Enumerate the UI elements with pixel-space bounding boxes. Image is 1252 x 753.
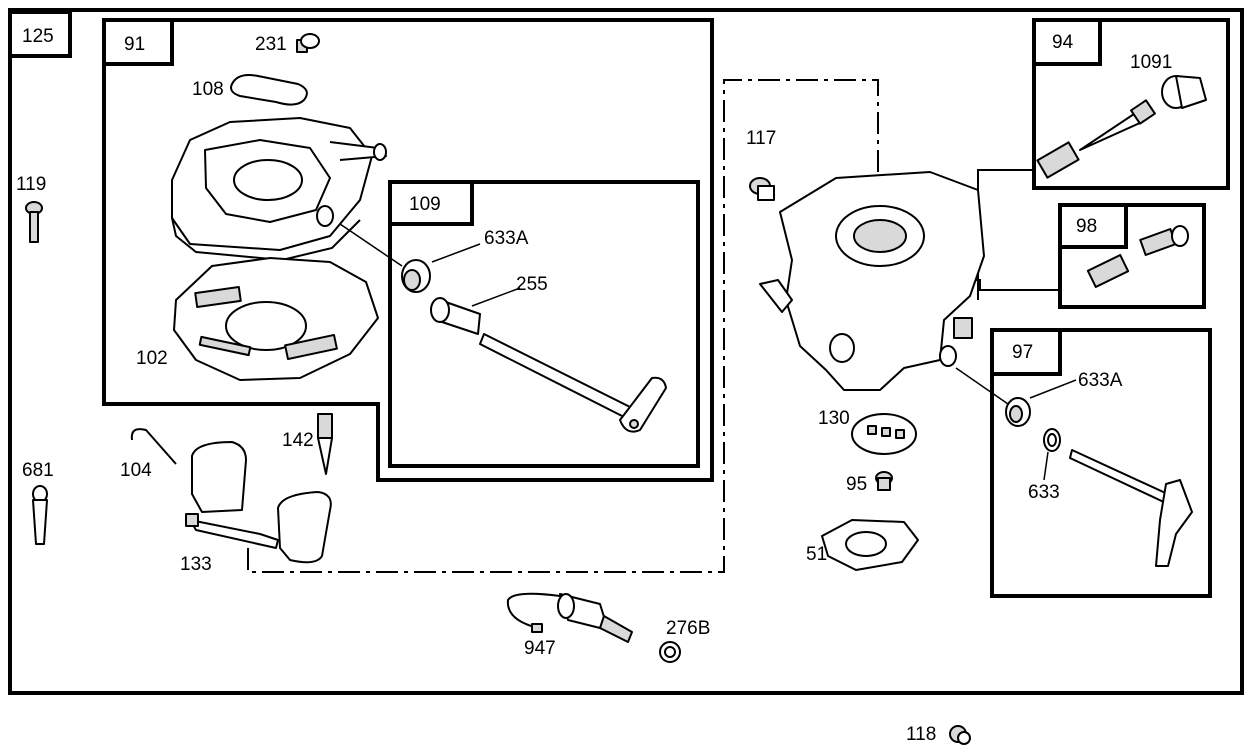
group-label-125: 125 [22,26,54,47]
group-label-box-94 [1032,18,1102,66]
part-1091-cap [1161,75,1207,109]
part-102-gasket-plate [173,257,379,381]
part-117-plug [749,177,775,201]
part-label-1091: 1091 [1130,52,1172,73]
group-label-91: 91 [124,34,145,55]
group-frame-97 [990,328,1212,598]
part-276b-washer [659,641,681,663]
group-frame-94 [1032,18,1230,190]
part-94-needle-spring [1036,99,1156,179]
group-label-box-125 [8,10,72,58]
part-label-104: 104 [120,460,152,481]
part-51-gasket [821,519,919,571]
part-133-float [185,441,332,564]
part-98-screw-spring [1086,225,1189,288]
group-frame-98 [1058,203,1206,309]
group-label-109: 109 [409,194,441,215]
part-label-117: 117 [746,128,776,149]
group-label-98: 98 [1076,216,1097,237]
part-633a-bushing-right [1005,397,1031,427]
connector-line-94 [977,169,1034,300]
part-231-screw [296,33,320,53]
group-frame-91 [102,18,714,482]
group-label-box-91 [102,18,174,66]
part-label-633: 633 [1028,482,1060,503]
group-label-box-97 [990,328,1062,376]
part-label-231: 231 [255,34,287,55]
part-label-255: 255 [516,274,548,295]
part-label-130: 130 [818,408,850,429]
part-label-142: 142 [282,430,314,451]
part-carburetor-body [759,171,985,391]
part-142-needle [317,413,333,475]
part-label-108: 108 [192,79,224,100]
part-label-102: 102 [136,348,168,369]
part-255-throttle-shaft [430,297,667,433]
group-label-94: 94 [1052,32,1074,53]
group-label-box-109 [388,180,474,226]
part-label-119: 119 [16,174,46,195]
part-label-276b: 276B [666,618,710,639]
part-108-gasket [230,74,308,106]
part-681-clip [32,485,48,545]
part-label-95: 95 [846,474,867,495]
part-label-633a-left: 633A [484,228,529,249]
group-label-97: 97 [1012,342,1033,363]
part-130-plate [851,413,917,455]
group-label-box-98 [1058,203,1128,249]
part-947-solenoid [506,592,633,643]
part-label-681: 681 [22,460,54,481]
part-104-pin [130,428,177,465]
part-label-133: 133 [180,554,212,575]
connector-line-main [247,79,879,573]
part-label-51: 51 [806,544,827,565]
group-frame-109 [388,180,700,468]
part-633a-bushing-left [401,259,431,293]
part-label-118: 118 [906,724,936,745]
part-97-choke-shaft [1069,449,1193,567]
part-label-633a-right: 633A [1078,370,1123,391]
part-119-screw [25,201,43,243]
part-118-fitting [949,725,971,745]
part-95-screw [875,471,893,491]
part-carburetor-cover [171,117,387,262]
group-frame-125 [8,8,1244,695]
part-label-947: 947 [524,638,556,659]
part-633-washer [1043,428,1061,452]
